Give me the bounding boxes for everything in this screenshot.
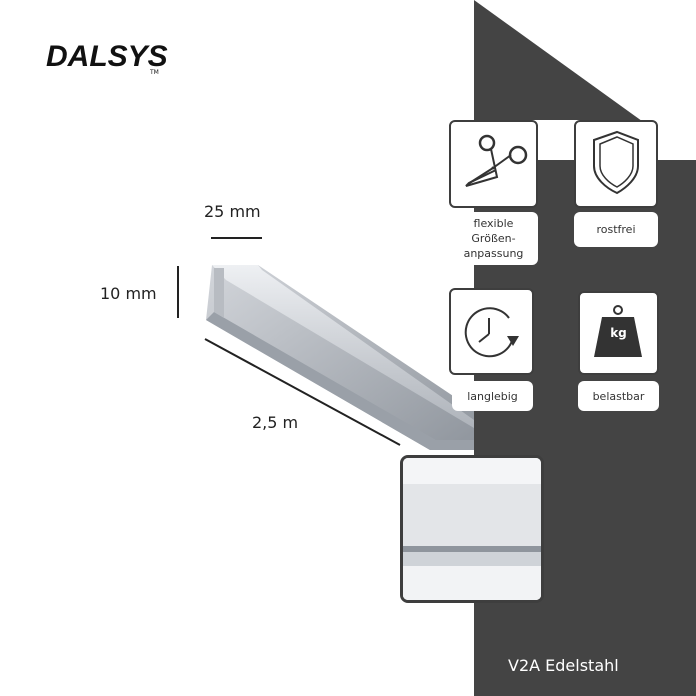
scissors-icon [465, 134, 528, 187]
weight-icon-text: kg [610, 326, 627, 340]
width-label: 25 mm [204, 202, 261, 221]
feature-label-card-4: belastbar [578, 381, 659, 411]
brand-logo: DALSYS [46, 40, 168, 73]
length-dimension-line [204, 338, 401, 446]
clock-icon [464, 307, 519, 358]
channel-top-face [212, 265, 474, 428]
feature-label-langlebig: langlebig [467, 389, 518, 403]
channel-end-face [214, 268, 224, 318]
feature-card-clock [449, 288, 534, 375]
profile-closeup-image [403, 458, 541, 600]
feature-label-rostfrei: rostfrei [596, 223, 636, 236]
feature-label-card-3: langlebig [452, 381, 533, 411]
channel-body [206, 265, 474, 450]
weight-icon [594, 305, 642, 357]
feature-card-shield [574, 120, 658, 208]
detail-closeup-card [400, 455, 544, 603]
channel-bottom-edge [206, 312, 474, 450]
length-label: 2,5 m [252, 413, 299, 432]
brand-trademark: TM [150, 69, 159, 76]
feature-card-scissors [449, 120, 538, 208]
shield-icon [593, 130, 639, 195]
feature-label-card-2: rostfrei [574, 212, 658, 247]
feature-label-belastbar: belastbar [592, 389, 645, 403]
feature-card-weight: kg [578, 291, 659, 375]
feature-label-card-1: flexible Größen- anpassung [449, 212, 538, 265]
height-label: 10 mm [100, 284, 157, 303]
feature-label-flexible: flexible Größen- anpassung [463, 217, 524, 260]
material-label: V2A Edelstahl [508, 656, 619, 675]
